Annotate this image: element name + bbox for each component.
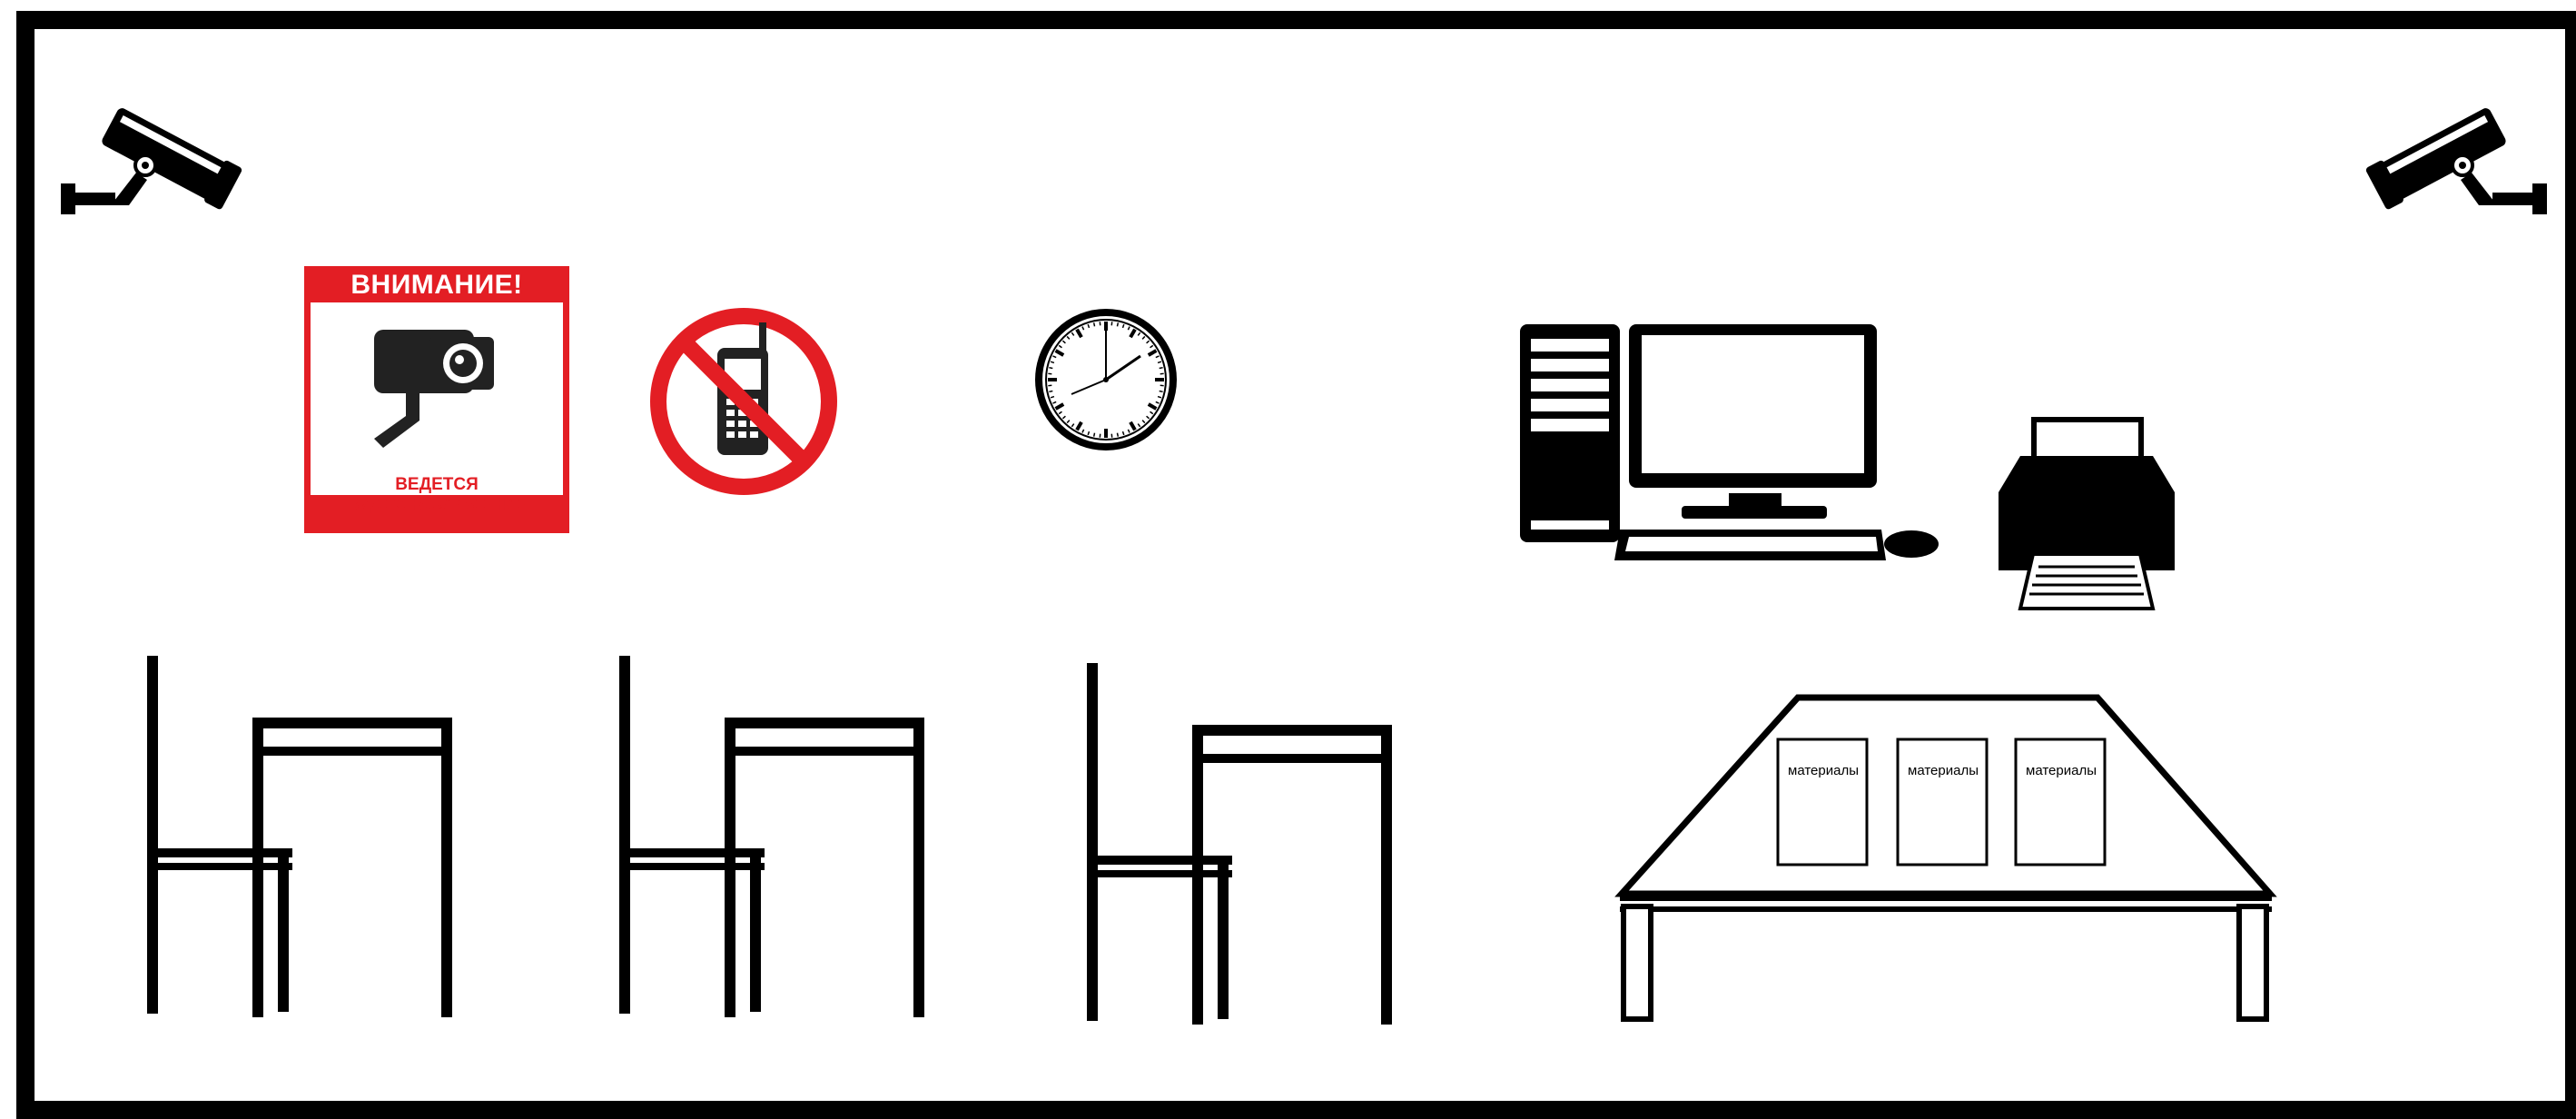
security-camera-left-icon: [56, 93, 247, 220]
clock-tick: [1160, 368, 1163, 369]
clock-tick: [1094, 322, 1095, 326]
no-mobile-phone-icon: [646, 304, 842, 500]
printer-icon: [1993, 418, 2179, 613]
desktop-computer-icon: [1518, 322, 1945, 572]
warning-sign-line2: ВИДЕОНАБЛЮДЕНИЕ: [304, 495, 569, 514]
security-camera-right-icon: [2361, 93, 2551, 220]
wall-clock-icon: [1033, 307, 1179, 452]
student-desk-3-icon: [1085, 663, 1394, 1028]
material-paper-2-label: материалы: [1898, 763, 1989, 778]
clock-tick: [1117, 433, 1118, 437]
video-surveillance-warning-sign: ВНИМАНИЕ! ВЕДЕТСЯ ВИДЕОНАБЛЮДЕНИЕ: [304, 266, 569, 533]
clock-tick: [1094, 433, 1095, 437]
warning-sign-title: ВНИМАНИЕ!: [304, 270, 569, 301]
student-desk-2-icon: [617, 656, 926, 1021]
warning-sign-line1: ВЕДЕТСЯ: [304, 475, 569, 495]
clock-tick: [1049, 368, 1052, 369]
materials-table-icon: [1616, 692, 2275, 1028]
material-paper-3-label: материалы: [2016, 763, 2107, 778]
warning-sign-panel: [311, 302, 563, 495]
material-paper-1-label: материалы: [1778, 763, 1869, 778]
student-desk-1-icon: [145, 656, 454, 1021]
warning-camera-icon: [365, 321, 510, 457]
clock-tick: [1117, 322, 1118, 326]
